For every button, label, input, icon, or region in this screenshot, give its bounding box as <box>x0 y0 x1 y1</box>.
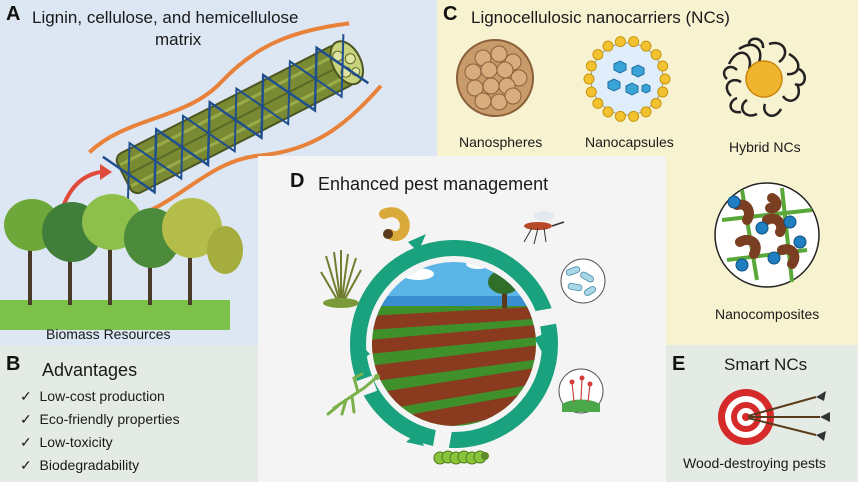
capsule-shell-dot <box>585 60 597 72</box>
caterpillar-icon <box>433 450 489 465</box>
panel-pest-management: D Enhanced pest management <box>258 156 666 482</box>
biomass-resources-caption: Biomass Resources <box>46 326 171 342</box>
hybrid-nc-icon <box>722 37 807 117</box>
trees-illustration <box>0 194 243 330</box>
advantage-item: ✓ Low-cost production <box>20 388 165 404</box>
nanospheres-label: Nanospheres <box>459 134 543 150</box>
capsule-shell-dot <box>650 97 662 109</box>
nanocomposites-label: Nanocomposites <box>715 306 820 322</box>
check-icon: ✓ <box>20 457 32 473</box>
check-icon: ✓ <box>20 434 32 450</box>
fungus-icon <box>558 368 604 414</box>
mosquito-icon <box>523 211 565 245</box>
insect-larva-icon <box>379 207 410 242</box>
panel-smart-ncs: E Smart NCs Wood-destroying pests <box>666 345 858 482</box>
capsule-shell-dot <box>628 36 640 48</box>
capsule-shell-dot <box>650 49 662 61</box>
advantages-title: Advantages <box>42 360 138 380</box>
capsule-shell-dot <box>592 49 604 61</box>
nanocarriers-title: Lignocellulosic nanocarriers (NCs) <box>471 8 730 27</box>
capsule-shell-dot <box>657 60 669 72</box>
panel-letter-d: D <box>290 170 305 192</box>
panel-letter-a: A <box>6 3 21 25</box>
advantage-item: ✓ Low-toxicity <box>20 434 113 450</box>
check-icon: ✓ <box>20 388 32 404</box>
advantage-item: ✓ Eco-friendly properties <box>20 411 180 427</box>
pest-management-title: Enhanced pest management <box>318 174 549 194</box>
capsule-shell-dot <box>602 40 614 52</box>
capsule-shell-dot <box>614 36 626 48</box>
nanocapsule-icon <box>583 36 671 122</box>
panel-a-title-line1: Lignin, cellulose, and hemicellulose <box>32 8 299 27</box>
field-landscape <box>350 234 561 454</box>
nanocomposite-icon <box>714 182 820 288</box>
advantage-item: ✓ Biodegradability <box>20 457 140 473</box>
capsule-shell-dot <box>614 110 626 122</box>
grass-weed-icon <box>320 250 362 308</box>
wood-destroying-pests-caption: Wood-destroying pests <box>683 455 826 471</box>
panel-a-title-line2: matrix <box>155 30 202 49</box>
panel-letter-b: B <box>6 353 21 375</box>
nanocapsules-label: Nanocapsules <box>585 134 674 150</box>
mantis-icon <box>326 372 380 416</box>
capsule-shell-dot <box>640 106 652 118</box>
hybrid-ncs-label: Hybrid NCs <box>729 139 801 155</box>
panel-letter-c: C <box>443 3 458 25</box>
fiber-bundle-illustration <box>60 21 383 222</box>
check-icon: ✓ <box>20 411 32 427</box>
target-icon <box>718 389 830 445</box>
nanosphere-icon <box>456 39 534 117</box>
capsule-shell-dot <box>602 106 614 118</box>
smart-ncs-title: Smart NCs <box>724 355 808 374</box>
capsule-shell-dot <box>592 97 604 109</box>
capsule-shell-dot <box>657 86 669 98</box>
capsule-shell-dot <box>628 110 640 122</box>
capsule-shell-dot <box>640 40 652 52</box>
capsule-shell-dot <box>659 73 671 85</box>
capsule-shell-dot <box>585 86 597 98</box>
capsule-shell-dot <box>583 73 595 85</box>
panel-letter-e: E <box>672 353 686 375</box>
bacteria-icon <box>560 258 606 304</box>
